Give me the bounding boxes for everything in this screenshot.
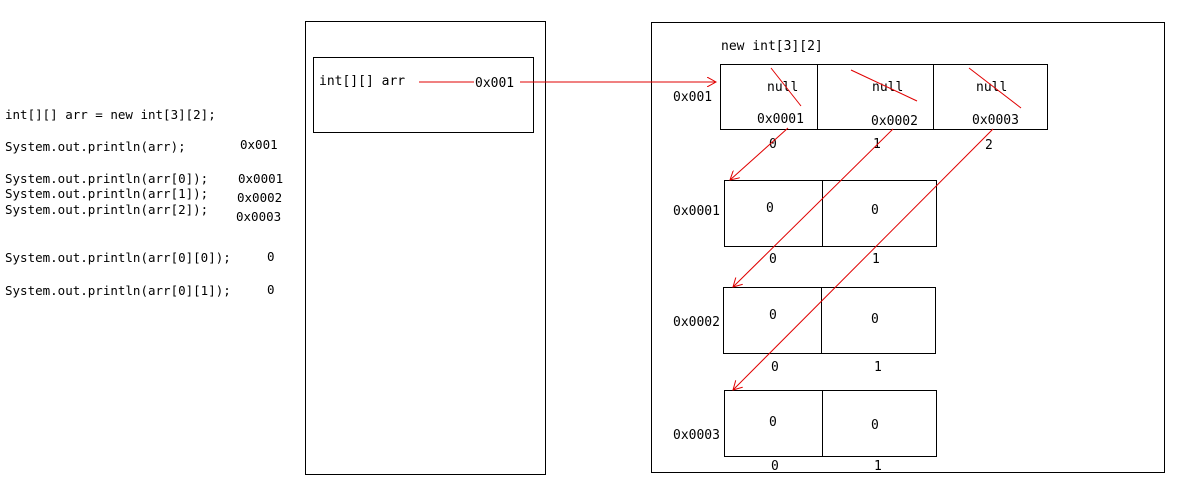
output-print-arr2: 0x0003 <box>236 209 281 224</box>
outer-cell-index: 0 <box>769 137 777 152</box>
inner-array-box <box>723 287 936 354</box>
inner-cell-value: 0 <box>871 312 879 327</box>
reference-arrow-cell2 <box>733 128 994 390</box>
output-print-arr01: 0 <box>267 282 275 297</box>
stack-variable-box <box>313 57 534 133</box>
strike-through-mark <box>770 67 802 107</box>
reference-arrow-cell1 <box>733 128 894 287</box>
strike-through-mark <box>968 67 1022 109</box>
outer-cell-index: 2 <box>985 138 993 153</box>
inner-array-address: 0x0002 <box>673 315 720 330</box>
outer-cell-new-value: 0x0001 <box>757 112 804 127</box>
inner-array-2: 0x0002 0 0 0 1 <box>673 287 936 375</box>
outer-array-address: 0x001 <box>673 90 712 105</box>
stack-area <box>305 21 546 475</box>
inner-array-3: 0x0003 0 0 0 1 <box>673 390 937 474</box>
inner-cell-value: 0 <box>766 201 774 216</box>
output-print-arr0: 0x0001 <box>238 171 283 186</box>
code-line-print-arr00: System.out.println(arr[0][0]); <box>5 250 231 265</box>
code-line-print-arr1: System.out.println(arr[1]); <box>5 186 208 201</box>
code-line-declaration: int[][] arr = new int[3][2]; <box>5 107 216 122</box>
code-line-print-arr0: System.out.println(arr[0]); <box>5 171 208 186</box>
output-print-arr1: 0x0002 <box>237 190 282 205</box>
inner-cell-index: 1 <box>874 459 882 474</box>
code-line-print-arr2: System.out.println(arr[2]); <box>5 202 208 217</box>
output-print-arr00: 0 <box>267 249 275 264</box>
code-listing: int[][] arr = new int[3][2]; System.out.… <box>5 107 283 298</box>
outer-cell-new-value: 0x0003 <box>972 113 1019 128</box>
stack-variable-value: 0x001 <box>475 76 514 91</box>
inner-cell-index: 0 <box>771 360 779 375</box>
inner-cell-index: 1 <box>874 360 882 375</box>
outer-array-box <box>720 64 1048 130</box>
strike-through-mark <box>850 69 918 102</box>
reference-arrow-cell0 <box>730 127 789 180</box>
inner-cell-index: 0 <box>769 252 777 267</box>
outer-array: 0x001 null 0x0001 0 null 0x0002 1 null 0… <box>673 64 1048 153</box>
inner-array-address: 0x0001 <box>673 204 720 219</box>
inner-array-address: 0x0003 <box>673 428 720 443</box>
inner-array-box <box>724 180 937 247</box>
outer-cell-old-value: null <box>976 80 1007 95</box>
outer-array-label: new int[3][2] <box>721 39 823 54</box>
stack-variable-label: int[][] arr <box>319 74 405 89</box>
inner-cell-value: 0 <box>769 308 777 323</box>
outer-cell-old-value: null <box>767 80 798 95</box>
inner-cell-value: 0 <box>769 415 777 430</box>
code-line-print-arr01: System.out.println(arr[0][1]); <box>5 283 231 298</box>
inner-array-1: 0x0001 0 0 0 1 <box>673 180 937 267</box>
inner-cell-index: 0 <box>771 459 779 474</box>
inner-array-box <box>724 390 937 457</box>
heap-area <box>651 22 1165 473</box>
inner-cell-index: 1 <box>872 252 880 267</box>
inner-cell-value: 0 <box>871 418 879 433</box>
inner-cell-value: 0 <box>871 203 879 218</box>
output-print-arr: 0x001 <box>240 137 278 152</box>
code-line-print-arr: System.out.println(arr); <box>5 139 186 154</box>
outer-cell-new-value: 0x0002 <box>871 114 918 129</box>
